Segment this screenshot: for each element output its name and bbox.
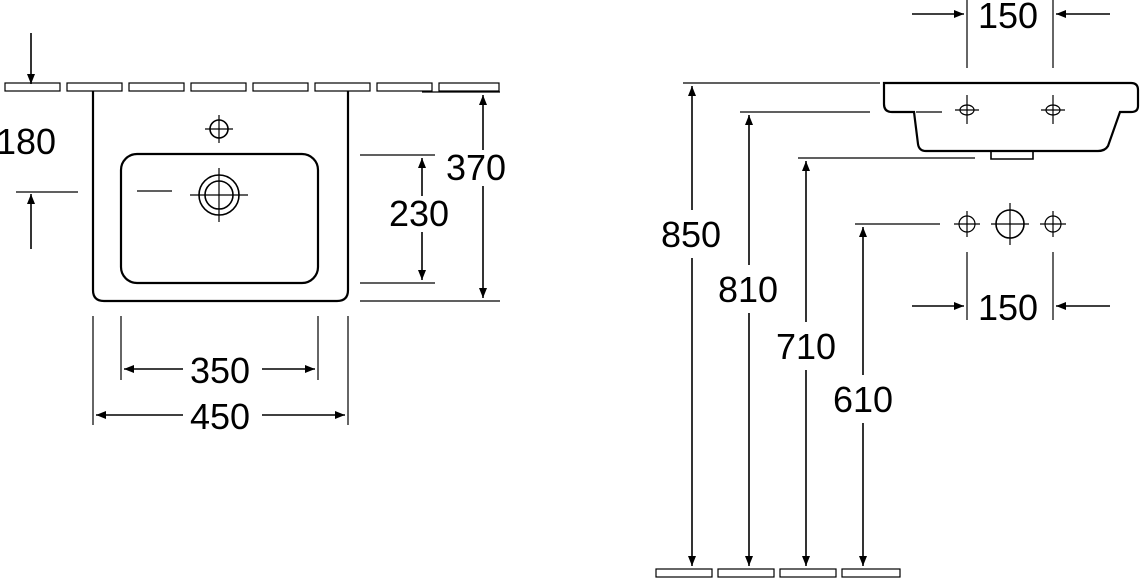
dim-label-150-top: 150 (978, 0, 1038, 36)
tap-hole-left-profile-icon (955, 95, 979, 124)
dim-label-370: 370 (446, 147, 506, 188)
floor-strip (655, 568, 901, 578)
dim-label-230: 230 (389, 193, 449, 234)
dim-label-810: 810 (718, 269, 778, 310)
top-view: 180 370 230 350 (0, 33, 506, 437)
dim-label-150-bottom: 150 (978, 287, 1038, 328)
connection-right-icon (1040, 211, 1066, 237)
dim-label-610: 610 (833, 379, 893, 420)
dim-230 (360, 154, 435, 284)
wall-strip-top (4, 82, 500, 92)
side-view: 150 150 (655, 0, 1140, 578)
basin-outline (91, 91, 350, 303)
dim-180 (16, 33, 78, 249)
dim-label-350: 350 (190, 350, 250, 391)
dim-350 (120, 316, 319, 380)
dim-label-180: 180 (0, 121, 56, 162)
dim-370 (360, 91, 500, 302)
dim-150-bottom (912, 252, 1110, 320)
drain-icon (137, 168, 248, 222)
dim-label-710: 710 (776, 326, 836, 367)
tap-hole-right-profile-icon (1041, 95, 1065, 124)
dim-150-top (912, 0, 1110, 68)
basin-profile (882, 81, 1140, 153)
dim-label-450: 450 (190, 396, 250, 437)
dim-450 (92, 316, 349, 425)
bowl-outline (119, 152, 320, 285)
tap-hole-icon (205, 115, 233, 143)
connection-left-icon (954, 211, 980, 237)
dim-label-850: 850 (661, 214, 721, 255)
connection-center-icon (991, 203, 1029, 245)
